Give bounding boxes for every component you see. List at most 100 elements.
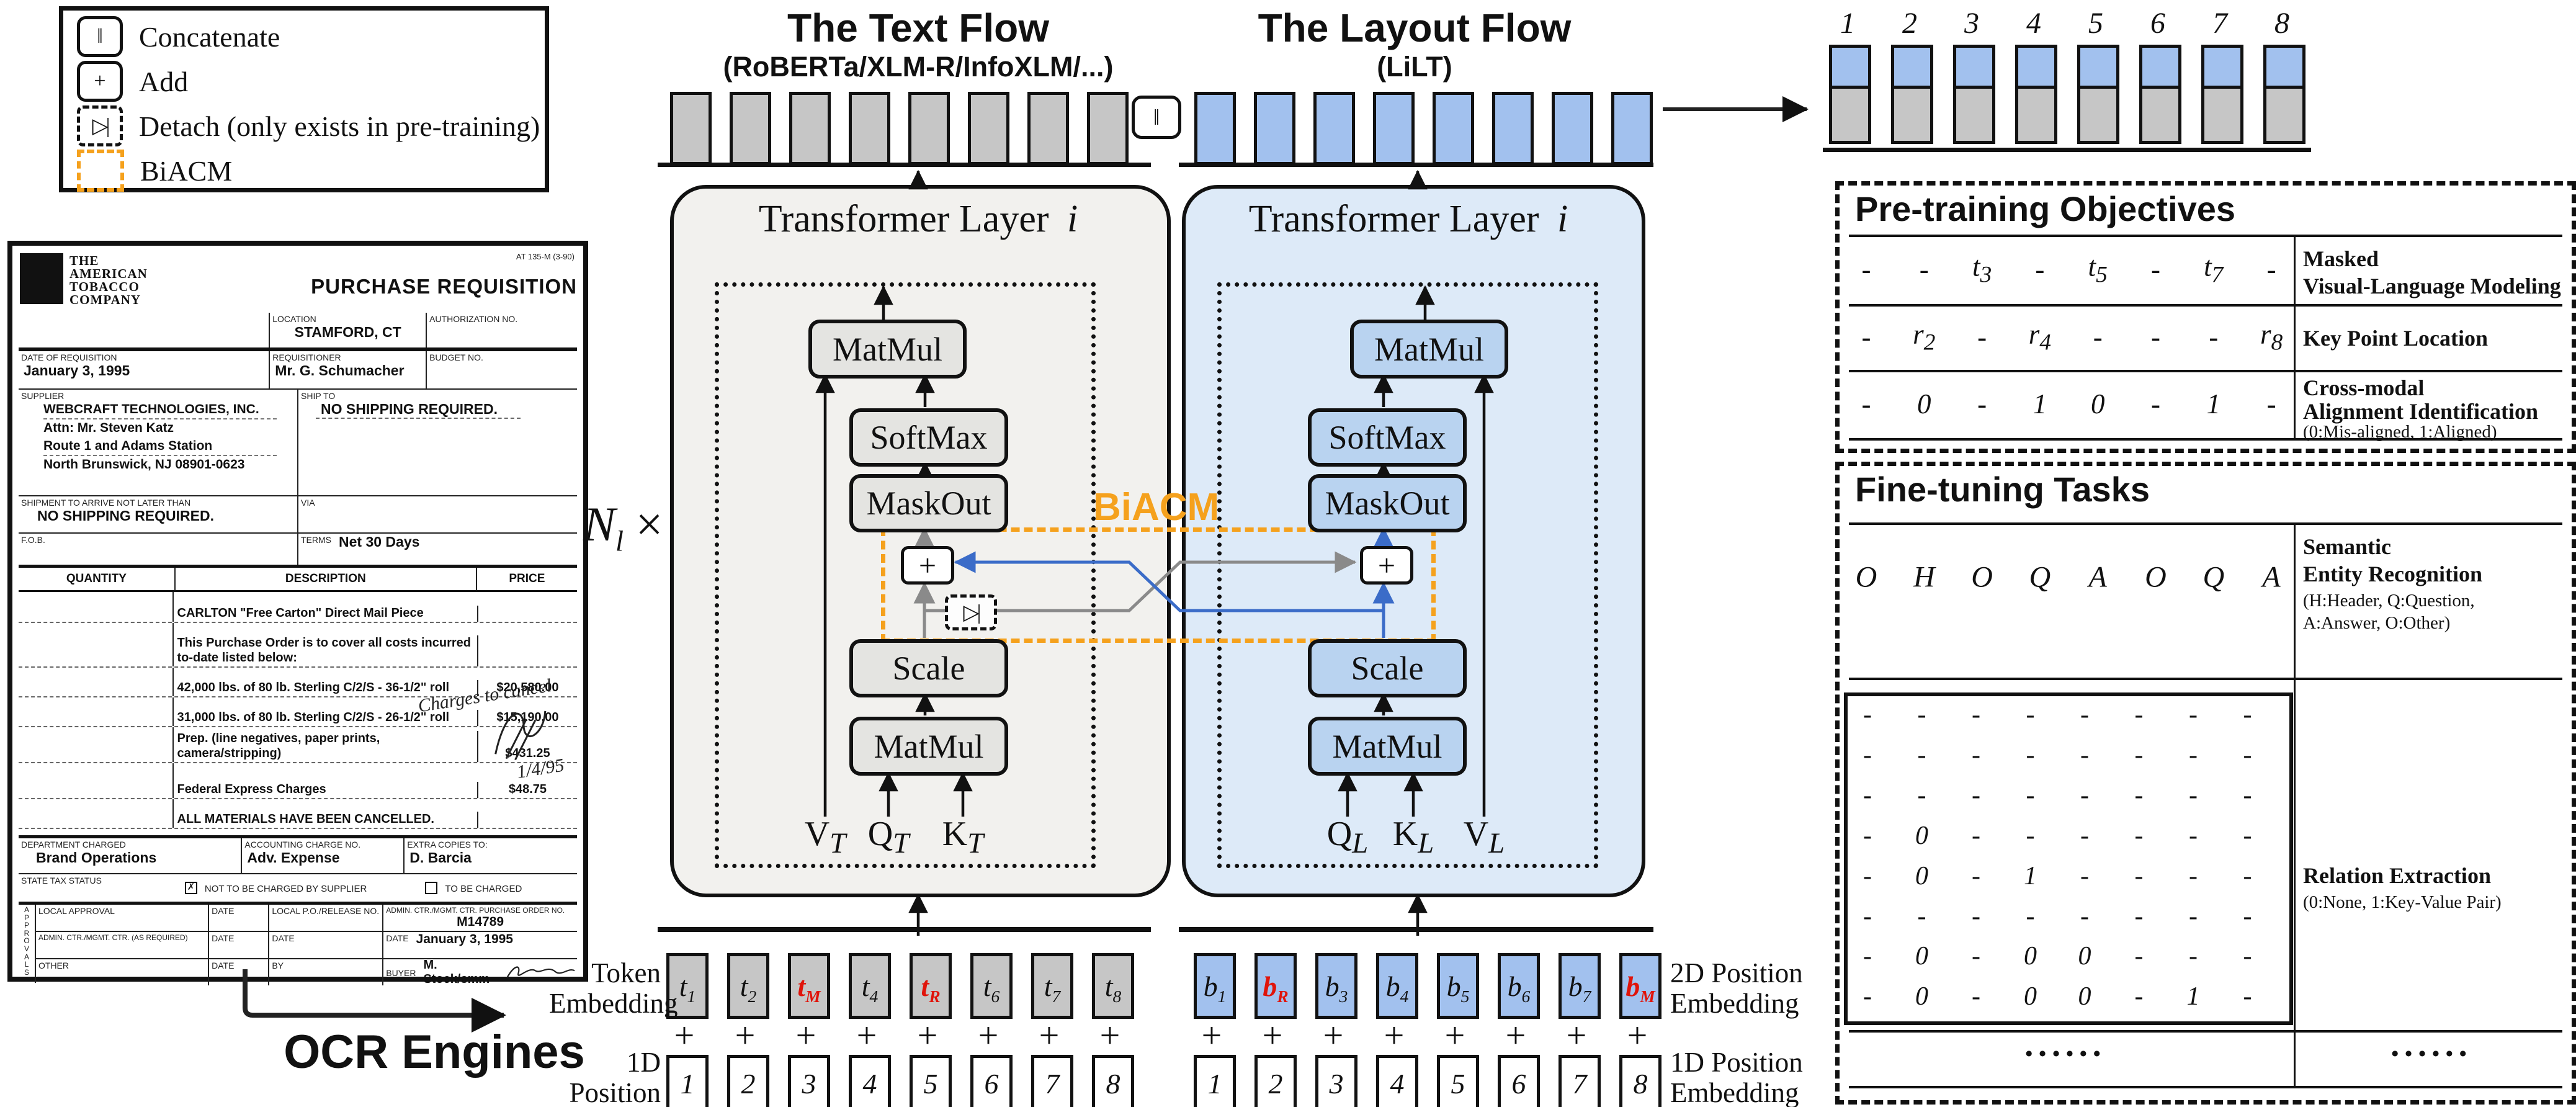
position-embedding-box: 7 [1031,1055,1073,1107]
signature-scribble [494,710,547,761]
company-name-line: THE [69,253,99,268]
by-label: BY [272,961,284,970]
doc-table-head: QUANTITY DESCRIPTION PRICE [19,568,577,592]
attention-input-label: KL [1382,815,1444,859]
attention-input-symbol: KL [1392,814,1434,860]
relation-matrix-cell: - [2080,861,2089,890]
relation-matrix-cell: - [1863,821,1872,850]
embedding-symbol: b1 [1203,970,1227,1006]
text-flow-subtitle: (RoBERTa/XLM-R/InfoXLM/...) [723,51,1114,83]
token-embedding-box: t1 [666,953,709,1019]
layout-collector-line [1179,927,1653,932]
embedding-plus: + [1099,1015,1120,1055]
approvals-letter: A [24,952,29,961]
re-caption: (0:None, 1:Key-Value Pair) [2303,892,2502,912]
approvals-letter: V [24,944,29,953]
doc-item-desc: CARLTON "Free Carton" Direct Mail Piece [174,606,478,622]
pretraining-cell: - [1861,321,1871,352]
layout-hidden-state-bar [1373,92,1415,165]
output-column-layout-part [1829,45,1871,89]
finetuning-hline [1849,678,2562,680]
layout-matmul-bottom: MatMul [1308,717,1467,776]
relation-matrix-cell: - [1972,902,1980,931]
relation-matrix-cell: - [1972,861,1980,890]
embedding-plus: + [856,1015,877,1055]
company-name-line: TOBACCO [69,279,140,294]
position-value: 2 [1268,1067,1283,1100]
date-value: January 3, 1995 [24,362,130,379]
relation-matrix-cell: - [2134,740,2144,769]
legend-item: ‖Concatenate [77,14,545,59]
text-hidden-state-bar [968,92,1009,165]
relation-matrix-cell: - [2134,821,2144,850]
position-value: 1 [680,1067,695,1100]
doc-item-qty [19,799,174,828]
position-embedding-box: 2 [1254,1055,1297,1107]
company-logo [20,253,63,304]
doc-location-row: LOCATION STAMFORD, CT AUTHORIZATION NO. [19,313,577,351]
embedding-plus: + [1262,1015,1283,1055]
local-approval-label: LOCAL APPROVAL [38,906,115,916]
pretraining-cell: t3 [1972,251,1992,288]
relation-matrix-cell: - [1863,701,1872,729]
doc-item-qty [19,763,174,798]
ser-caption: A:Answer, O:Other) [2303,613,2451,633]
relation-matrix-cell: - [1917,902,1926,931]
position-embedding-box: 8 [1092,1055,1134,1107]
relation-matrix-cell: - [2243,861,2252,890]
ser-cell: Q [2029,560,2051,594]
text-hidden-state-bar [789,92,831,165]
ser-cell: A [2088,560,2107,594]
embedding-plus: + [1384,1015,1405,1055]
layout-layer-index: i [1557,198,1568,240]
token-embedding-box: tR [910,953,952,1019]
attention-input-label: VT [794,815,856,859]
relation-matrix-cell: 0 [1915,982,1928,1011]
dept-value: Brand Operations [36,849,157,866]
layout-layer-title: Transformer Layer i [1191,197,1626,241]
text-detach-box: ▷| [945,594,997,630]
approvals-letter: R [24,928,30,938]
relation-matrix-cell: - [2026,902,2035,931]
biacm-region [881,527,1436,643]
biacm-label: BiACM [1093,486,1220,529]
doc-item-desc: 31,000 lbs. of 80 lb. Sterling C/2/S - 2… [174,710,478,726]
doc-item-price: $48.75 [508,782,547,796]
output-column-layout-part [2077,45,2119,89]
ser-cell: O [2145,560,2167,594]
output-column-index: 1 [1840,6,1855,40]
doc-table-body: Charges to cancel 1/4/95 CARLTON "Free C… [19,592,577,838]
tax-checkbox-checked: ✗ [184,882,197,894]
label-line: Embedding [1670,987,1799,1019]
embedding-symbol: b5 [1446,970,1470,1006]
output-column-text-part [2263,86,2305,144]
ser-cell: O [1855,560,1877,594]
attention-input-label: QT [857,815,919,859]
position-value: 1 [1207,1067,1222,1100]
attention-input-symbol: QL [1326,814,1369,860]
pretraining-cell: t7 [2204,251,2224,288]
layout-embedding-box: bR [1254,953,1297,1019]
relation-matrix-cell: 0 [1915,861,1928,890]
token-embedding-box: t7 [1031,953,1073,1019]
label-line: 1D Position [569,1047,661,1107]
pretraining-hline [1849,370,2562,372]
output-column-text-part [2077,86,2119,144]
ser-label: Entity Recognition [2303,562,2483,586]
embedding-symbol: t4 [861,970,879,1006]
label-line: 1D Position [1670,1047,1803,1078]
attention-input-label: VL [1453,815,1515,859]
embedding-plus: + [1566,1015,1587,1055]
position-value: 3 [1329,1067,1344,1100]
relation-matrix-cell: - [2080,902,2089,931]
date-col-label-5: DATE [212,961,235,970]
add-icon: + [77,61,123,102]
relation-matrix-cell: - [2026,701,2035,729]
position-value: 7 [1572,1067,1587,1100]
text-hidden-state-bar [1027,92,1069,165]
pretraining-cell: - [1861,254,1871,285]
text-flow-title: The Text Flow [787,6,1049,50]
output-column-layout-part [2201,45,2243,89]
